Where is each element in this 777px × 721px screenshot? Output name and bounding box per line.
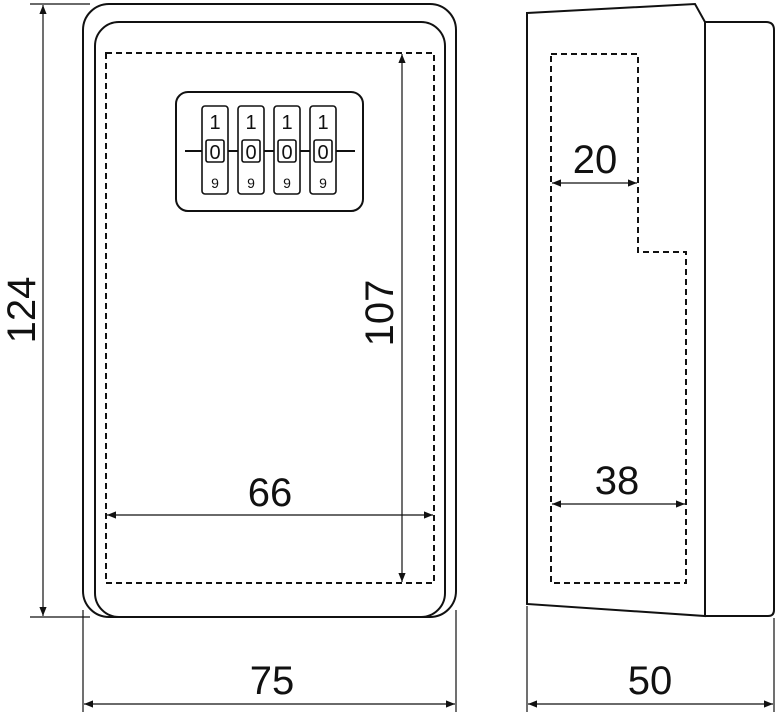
dial-wheels: 1 0 9 1 0 9 1 0 9 1 0 9 xyxy=(201,105,337,195)
front-width-dimension: 75 xyxy=(82,610,457,712)
dial-wheel[interactable]: 1 0 9 xyxy=(273,105,301,195)
dial-digit-bottom: 9 xyxy=(247,175,255,191)
inner-depth-bottom-dimension: 38 xyxy=(552,459,685,508)
inner-height-dimension: 107 xyxy=(358,54,406,582)
dial-digit-current: 0 xyxy=(317,142,328,164)
dial-digit-current: 0 xyxy=(281,142,292,164)
side-lid-outline xyxy=(526,2,706,618)
dial-digit-current: 0 xyxy=(245,142,256,164)
dial-digit-top: 1 xyxy=(281,112,292,134)
dial-window xyxy=(277,139,297,163)
depth-label: 50 xyxy=(628,659,673,703)
inner-depth-bottom-label: 38 xyxy=(595,459,640,503)
depth-dimension: 50 xyxy=(526,606,775,712)
front-width-label: 75 xyxy=(250,659,295,703)
inner-height-label: 107 xyxy=(358,280,402,347)
dial-window xyxy=(313,139,333,163)
dial-wheel[interactable]: 1 0 9 xyxy=(201,105,229,195)
front-view: 1 0 9 1 0 9 1 0 9 1 0 9 107 66 xyxy=(82,3,457,618)
lock-plate xyxy=(175,91,364,212)
combination-lock: 1 0 9 1 0 9 1 0 9 1 0 9 xyxy=(175,91,364,212)
dial-wheel[interactable]: 1 0 9 xyxy=(237,105,265,195)
front-inner-compartment xyxy=(105,52,435,584)
dial-digit-bottom: 9 xyxy=(319,175,327,191)
dial-window xyxy=(205,139,225,163)
side-view: 20 38 xyxy=(526,2,775,618)
dial-window xyxy=(241,139,261,163)
inner-depth-top-dimension: 20 xyxy=(552,138,637,187)
front-height-dimension: 124 xyxy=(0,3,90,618)
inner-width-dimension: 66 xyxy=(107,471,433,519)
dial-digit-top: 1 xyxy=(245,112,256,134)
side-inner-compartment xyxy=(550,53,687,584)
dial-digit-bottom: 9 xyxy=(211,175,219,191)
dial-digit-top: 1 xyxy=(209,112,220,134)
front-door-panel xyxy=(94,21,446,618)
side-body-outline xyxy=(705,21,775,617)
dial-digit-top: 1 xyxy=(317,112,328,134)
dial-digit-current: 0 xyxy=(209,142,220,164)
inner-width-label: 66 xyxy=(248,471,293,515)
dial-digit-bottom: 9 xyxy=(283,175,291,191)
dial-wheel[interactable]: 1 0 9 xyxy=(309,105,337,195)
inner-depth-top-label: 20 xyxy=(573,138,618,182)
front-height-label: 124 xyxy=(0,277,44,344)
